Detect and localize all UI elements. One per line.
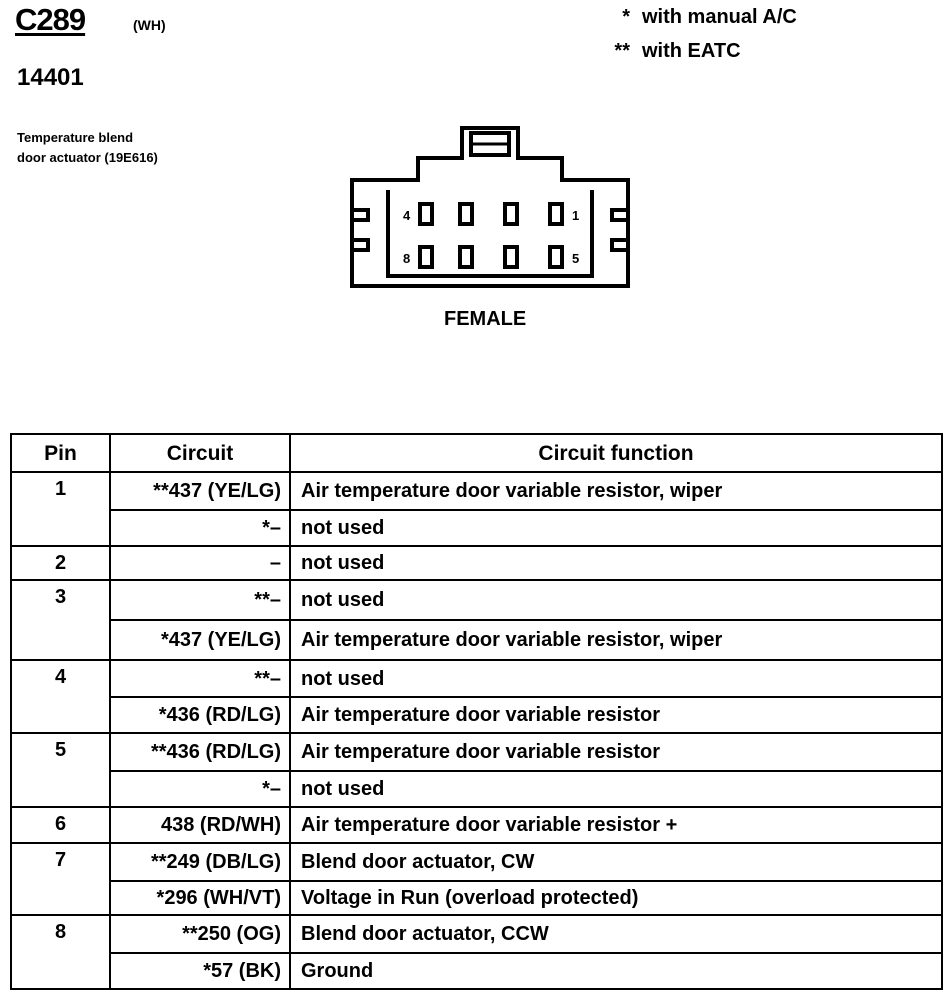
description-line-1: Temperature blend [17, 130, 134, 145]
pin-label-4: 4 [403, 208, 411, 223]
header-function: Circuit function [289, 433, 943, 473]
pin-number: 6 [10, 806, 111, 844]
pin-cavity [548, 202, 564, 226]
circuit-cell: – [109, 545, 291, 581]
pin-number: 5 [10, 732, 111, 808]
function-cell: Air temperature door variable resistor, … [289, 471, 943, 511]
table-row: *– not used [11, 509, 943, 547]
right-key-1 [610, 208, 628, 222]
pin-cavity [548, 245, 564, 269]
left-key-2 [352, 238, 370, 252]
function-cell: not used [289, 770, 943, 808]
function-cell: not used [289, 509, 943, 547]
part-number: 14401 [17, 64, 84, 91]
pinout-table: Pin Circuit Circuit function 1 **437 (YE… [10, 433, 943, 990]
legend-mark-manual: * [622, 6, 630, 28]
pin-number: 3 [10, 579, 111, 661]
circuit-cell: **250 (OG) [109, 914, 291, 954]
function-cell: not used [289, 579, 943, 621]
table-row: 2 – not used [10, 545, 943, 581]
connector-face-diagram: 4 1 8 5 [350, 126, 630, 288]
table-row: 6 438 (RD/WH) Air temperature door varia… [10, 806, 943, 844]
right-key-2 [610, 238, 628, 252]
connector-gender-label: FEMALE [444, 308, 527, 330]
pin-cavity [458, 245, 474, 269]
connector-id: C289 [15, 2, 86, 37]
function-cell: Ground [289, 952, 943, 990]
function-cell: Air temperature door variable resistor, … [289, 619, 943, 661]
pin-cavity [418, 245, 434, 269]
circuit-cell: **– [109, 659, 291, 698]
table-row: *437 (YE/LG) Air temperature door variab… [11, 619, 943, 661]
pin-number: 7 [10, 842, 111, 916]
connector-outline [350, 126, 630, 288]
legend-text-manual: with manual A/C [642, 6, 797, 28]
function-cell: not used [289, 659, 943, 698]
circuit-cell: 438 (RD/WH) [109, 806, 291, 844]
circuit-cell: *436 (RD/LG) [109, 696, 291, 734]
function-cell: Air temperature door variable resistor + [289, 806, 943, 844]
legend: * with manual A/C ** with EATC [600, 4, 920, 74]
circuit-cell: **249 (DB/LG) [109, 842, 291, 882]
table-row: 5 **436 (RD/LG) Air temperature door var… [10, 732, 943, 808]
table-row: 8 **250 (OG) Blend door actuator, CCW [10, 914, 943, 990]
table-row: *436 (RD/LG) Air temperature door variab… [11, 696, 943, 734]
table-row: 7 **249 (DB/LG) Blend door actuator, CW [10, 842, 943, 916]
pin-number: 4 [10, 659, 111, 734]
table-row: *57 (BK) Ground [11, 952, 943, 990]
pin-cavity [503, 202, 519, 226]
pin-number: 8 [10, 914, 111, 990]
pin-number: 1 [10, 471, 111, 547]
pin-cavity [458, 202, 474, 226]
table-row: *296 (WH/VT) Voltage in Run (overload pr… [11, 880, 943, 916]
legend-text-eatc: with EATC [642, 40, 741, 62]
component-description: Temperature blend door actuator (19E616) [17, 128, 158, 168]
pin-label-5: 5 [572, 251, 579, 266]
function-cell: Blend door actuator, CW [289, 842, 943, 882]
function-cell: Air temperature door variable resistor [289, 732, 943, 772]
circuit-cell: *– [109, 509, 291, 547]
header-circuit: Circuit [109, 433, 291, 473]
pin-number: 2 [10, 545, 111, 581]
function-cell: Blend door actuator, CCW [289, 914, 943, 954]
circuit-cell: *– [109, 770, 291, 808]
circuit-cell: *57 (BK) [109, 952, 291, 990]
circuit-cell: **437 (YE/LG) [109, 471, 291, 511]
table-row: 3 **– not used [10, 579, 943, 661]
circuit-cell: **– [109, 579, 291, 621]
pin-cavity [503, 245, 519, 269]
function-cell: Voltage in Run (overload protected) [289, 880, 943, 916]
function-cell: Air temperature door variable resistor [289, 696, 943, 734]
table-row: 4 **– not used [10, 659, 943, 734]
legend-mark-eatc: ** [614, 40, 630, 62]
table-row: 1 **437 (YE/LG) Air temperature door var… [10, 471, 943, 547]
pin-cavity [418, 202, 434, 226]
pin-label-8: 8 [403, 251, 410, 266]
function-cell: not used [289, 545, 943, 581]
table-header-row: Pin Circuit Circuit function [10, 433, 943, 473]
circuit-cell: *437 (YE/LG) [109, 619, 291, 661]
circuit-cell: **436 (RD/LG) [109, 732, 291, 772]
left-key-1 [352, 208, 370, 222]
description-line-2: door actuator (19E616) [17, 150, 158, 165]
inner-wall [386, 190, 594, 278]
circuit-cell: *296 (WH/VT) [109, 880, 291, 916]
connector-color-code: (WH) [133, 17, 166, 33]
table-row: *– not used [11, 770, 943, 808]
header-pin: Pin [10, 433, 111, 473]
pin-label-1: 1 [572, 208, 579, 223]
